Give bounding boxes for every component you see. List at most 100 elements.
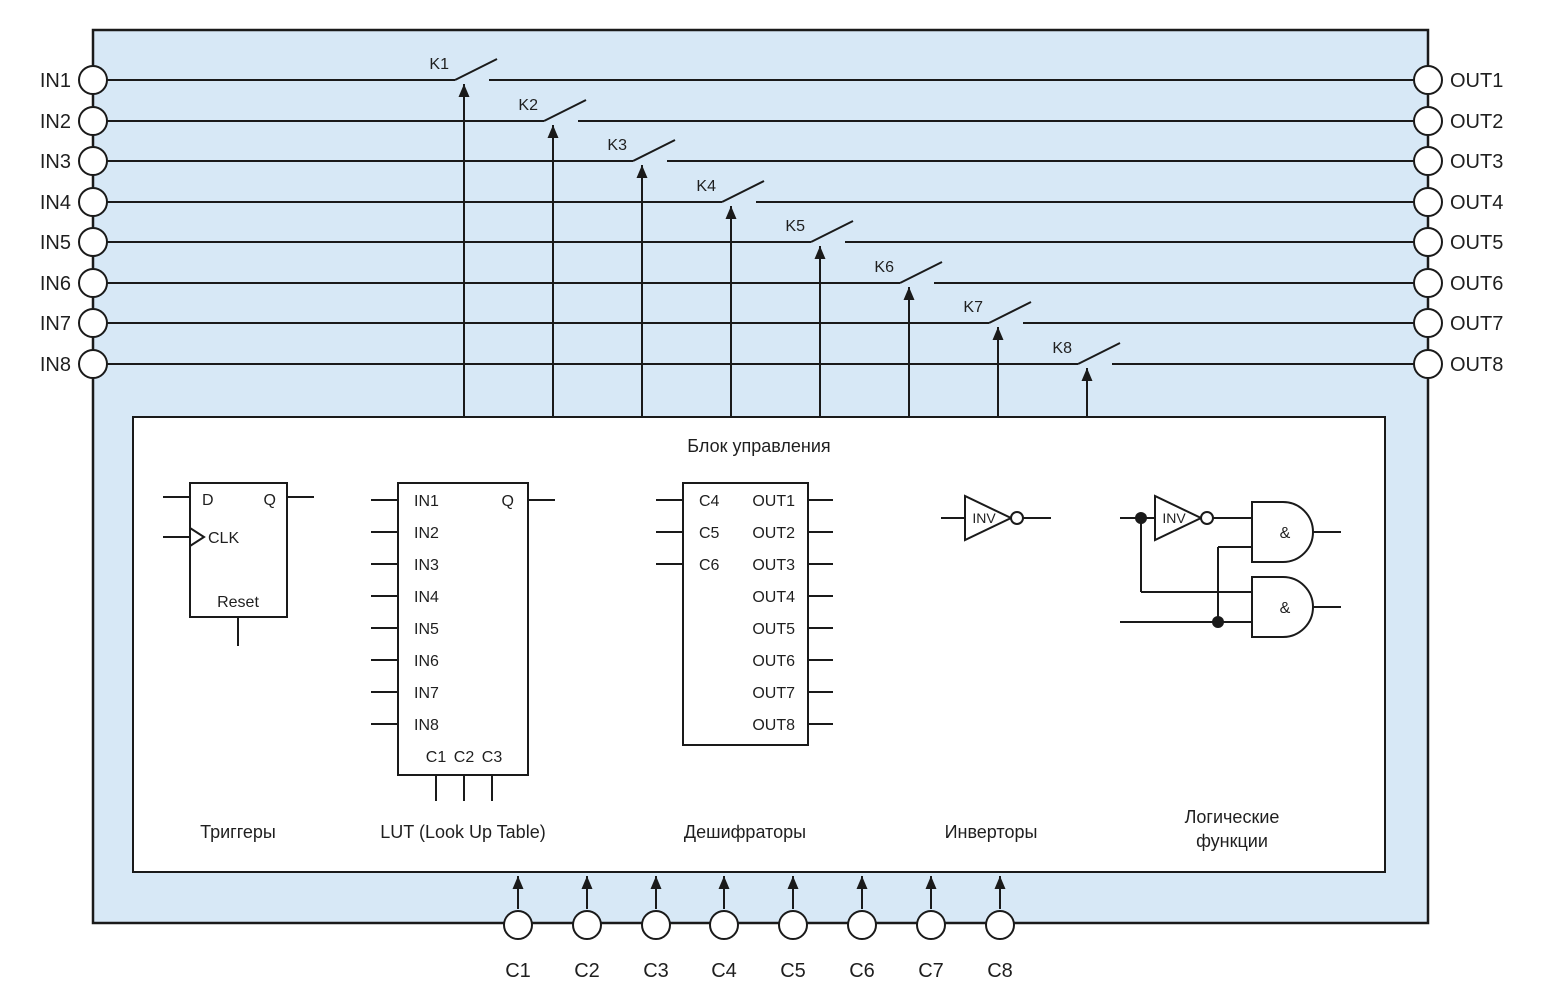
and-gate-1 — [1251, 501, 1314, 563]
io-row: K5 IN5 OUT5 — [40, 218, 1503, 416]
switch-blade — [1077, 342, 1121, 365]
output-pin — [1413, 349, 1443, 379]
output-pin-label: OUT2 — [1450, 111, 1503, 133]
input-pin — [78, 308, 108, 338]
input-pin-label: IN2 — [40, 111, 71, 133]
io-rows: K1 IN1 OUT1 K2 IN2 OUT2 K3 I — [40, 56, 1503, 416]
flipflop-reset-label: Reset — [217, 594, 259, 611]
output-pin-label: OUT7 — [1450, 313, 1503, 335]
io-row: K8 IN8 OUT8 — [40, 340, 1503, 416]
logic-caption-line2: функции — [1196, 831, 1268, 851]
control-block-title: Блок управления — [687, 436, 830, 456]
lut-input-label: IN8 — [414, 717, 439, 734]
io-row: K7 IN7 OUT7 — [40, 299, 1503, 416]
control-pin-label: C4 — [711, 960, 737, 982]
input-pin — [78, 146, 108, 176]
io-row: K2 IN2 OUT2 — [40, 97, 1503, 416]
switch-label: K8 — [1052, 340, 1072, 357]
io-row: K6 IN6 OUT6 — [40, 259, 1503, 416]
lut-input-label: IN3 — [414, 557, 439, 574]
input-pin-label: IN5 — [40, 232, 71, 254]
decoder-output-label: OUT3 — [752, 557, 795, 574]
control-pin-label: C5 — [780, 960, 806, 982]
control-pin: C3 — [641, 876, 671, 982]
output-pin — [1413, 106, 1443, 136]
switch-label: K4 — [696, 178, 716, 195]
switch-label: K1 — [429, 56, 449, 73]
and-gate-2-label: & — [1280, 600, 1291, 617]
output-pin — [1413, 65, 1443, 95]
input-pin — [78, 349, 108, 379]
io-row: K3 IN3 OUT3 — [40, 137, 1503, 416]
inverter-gate-label: INV — [972, 510, 996, 526]
control-pin: C4 — [709, 876, 739, 982]
decoder-input-label: C5 — [699, 525, 720, 542]
input-pin-label: IN3 — [40, 151, 71, 173]
lut-body — [397, 482, 529, 776]
flipflop-caption: Триггеры — [200, 822, 276, 842]
control-pin-label: C8 — [987, 960, 1013, 982]
lut-input-label: IN7 — [414, 685, 439, 702]
control-pin-circle — [572, 910, 602, 940]
decoder-output-label: OUT2 — [752, 525, 795, 542]
switch-blade — [810, 220, 854, 243]
inverter-bubble — [1010, 511, 1024, 525]
control-pin-circle — [709, 910, 739, 940]
switch-label: K6 — [874, 259, 894, 276]
decoder-output-label: OUT1 — [752, 493, 795, 510]
lut-pin-label: C3 — [482, 749, 503, 766]
control-pin-circle — [985, 910, 1015, 940]
input-pin — [78, 268, 108, 298]
control-pin-label: C7 — [918, 960, 944, 982]
decoder-block: C4 C5 C6 OUT1 OUT2 OUT3 OUT4 OUT5 OUT6 O… — [656, 482, 833, 842]
lut-pin-label: C2 — [454, 749, 475, 766]
control-pin-circle — [916, 910, 946, 940]
input-pin — [78, 227, 108, 257]
control-pin: C6 — [847, 876, 877, 982]
lut-block: IN1 IN2 IN3 IN4 IN5 IN6 IN7 IN8 Q C1 C2 … — [371, 482, 555, 842]
logic-inverter-gate — [1154, 494, 1204, 542]
control-pin: C7 — [916, 876, 946, 982]
input-pin — [78, 106, 108, 136]
and-gate-1-label: & — [1280, 525, 1291, 542]
output-pin — [1413, 187, 1443, 217]
control-pin-label: C3 — [643, 960, 669, 982]
inverter-gate — [964, 494, 1014, 542]
input-pin-label: IN7 — [40, 313, 71, 335]
flipflop-q-label: Q — [264, 492, 276, 509]
io-row: K4 IN4 OUT4 — [40, 178, 1503, 416]
switch-label: K7 — [963, 299, 983, 316]
lut-input-label: IN4 — [414, 589, 439, 606]
lut-pin-label: C1 — [426, 749, 447, 766]
control-pin: C8 — [985, 876, 1015, 982]
switch-blade — [899, 261, 943, 284]
inverter-caption: Инверторы — [945, 822, 1038, 842]
decoder-body — [682, 482, 809, 746]
control-pin-circle — [503, 910, 533, 940]
control-pins: C1 C2 C3 C4 C5 C6 C7 — [503, 876, 1015, 982]
input-pin-label: IN8 — [40, 354, 71, 376]
decoder-output-label: OUT5 — [752, 621, 795, 638]
flipflop-clock-wedge — [189, 527, 206, 547]
decoder-output-label: OUT4 — [752, 589, 795, 606]
output-pin-label: OUT5 — [1450, 232, 1503, 254]
decoder-output-label: OUT7 — [752, 685, 795, 702]
input-pin — [78, 187, 108, 217]
input-pin-label: IN4 — [40, 192, 71, 214]
input-pin-label: IN1 — [40, 70, 71, 92]
lut-input-label: IN1 — [414, 493, 439, 510]
switch-blade — [721, 180, 765, 203]
inverter-block: INV Инверторы — [941, 494, 1051, 842]
decoder-input-label: C6 — [699, 557, 720, 574]
control-pin: C2 — [572, 876, 602, 982]
output-pin — [1413, 227, 1443, 257]
switch-blade — [543, 99, 587, 122]
logic-caption-line1: Логические — [1185, 807, 1280, 827]
switch-label: K2 — [518, 97, 538, 114]
lut-q-label: Q — [502, 493, 514, 510]
input-pin-label: IN6 — [40, 273, 71, 295]
flipflop-block: D Q CLK Reset Триггеры — [163, 482, 314, 842]
output-pin-label: OUT4 — [1450, 192, 1503, 214]
flipflop-d-label: D — [202, 492, 214, 509]
